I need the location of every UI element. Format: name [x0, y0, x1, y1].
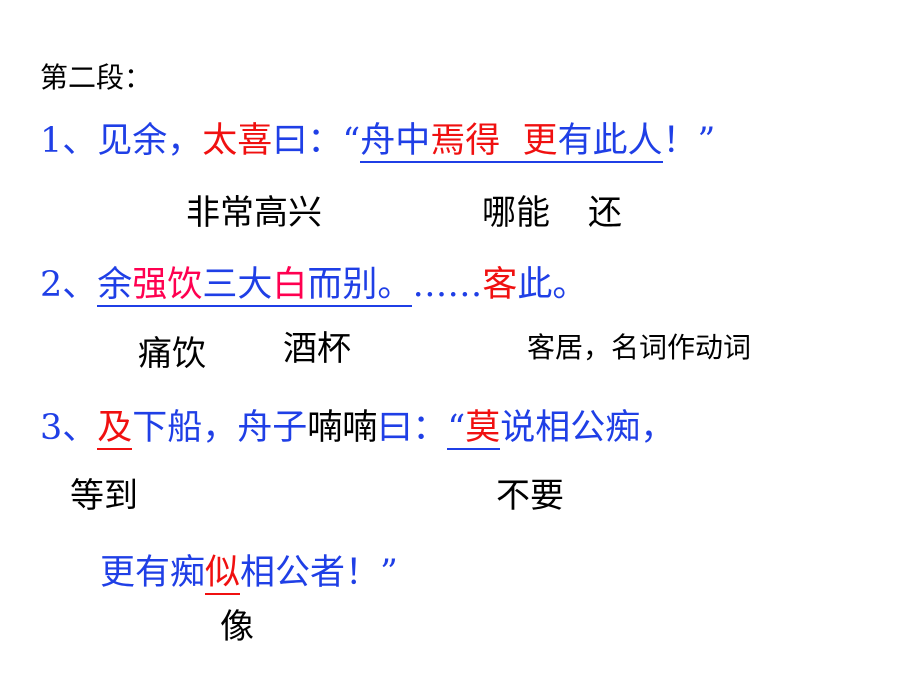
keyword-geng: 更 — [522, 121, 558, 161]
keyword-yande: 焉得 — [430, 121, 501, 161]
sentence-3-part-b: 下船，舟子 — [132, 408, 308, 448]
keyword-ke: 客 — [482, 265, 518, 305]
sentence-1-number: 1、 — [40, 121, 98, 161]
keyword-taixi: 太喜 — [202, 121, 273, 161]
sentence-2-end: 此。 — [517, 265, 588, 305]
sentence-3-quote-mark: “ — [447, 408, 466, 448]
gloss-geng: 还 — [588, 193, 622, 233]
gloss-ke: 客居，名词作动词 — [527, 331, 752, 364]
sentence-1-quote-underlined: 舟中焉得 更有此人 — [360, 121, 663, 163]
sentence-4-part-c: 相公者！” — [240, 553, 398, 593]
sentence-1-end: ！” — [662, 121, 716, 161]
gloss-taixi: 非常高兴 — [186, 193, 322, 233]
sentence-1: 1、见余，太喜曰：“舟中焉得 更有此人！” — [40, 121, 716, 163]
keyword-bai: 白 — [272, 265, 308, 305]
keyword-qiangyin: 强饮 — [132, 265, 203, 305]
sentence-3-number: 3、 — [40, 408, 98, 448]
gloss-bai: 酒杯 — [283, 329, 351, 369]
sentence-3-part-g: 说相公痴， — [500, 408, 676, 448]
sentence-2: 2、余强饮三大白而别。……客此。 — [40, 265, 588, 307]
sentence-4: 更有痴似相公者！” — [100, 553, 398, 595]
sentence-4-part-a: 更有痴 — [100, 553, 206, 593]
sentence-1-gap — [500, 121, 522, 161]
sentence-1-part-c: 曰：“ — [272, 121, 361, 161]
sentence-3: 3、及下船，舟子喃喃曰：“莫说相公痴， — [40, 408, 676, 450]
gloss-qiangyin: 痛饮 — [138, 334, 206, 374]
keyword-ji: 及 — [97, 408, 133, 450]
keyword-mo: 莫 — [465, 408, 501, 448]
gloss-si: 像 — [220, 607, 254, 647]
sentence-2-part-e: 而别。 — [307, 265, 413, 305]
keyword-nannan: 喃喃 — [307, 408, 378, 448]
sentence-2-number: 2、 — [40, 265, 98, 305]
keyword-si: 似 — [205, 553, 241, 595]
sentence-1-part-a: 见余， — [97, 121, 203, 161]
gloss-ji: 等到 — [70, 476, 138, 516]
gloss-mo: 不要 — [496, 476, 564, 516]
section-heading: 第二段： — [40, 61, 153, 94]
sentence-2-ellipsis: …… — [412, 265, 483, 305]
sentence-2-part-c: 三大 — [202, 265, 273, 305]
sentence-2-part-a: 余 — [97, 265, 133, 305]
sentence-1-part-h: 有此人 — [557, 121, 663, 161]
gloss-yande: 哪能 — [482, 193, 550, 233]
sentence-2-underlined: 余强饮三大白而别。 — [97, 265, 413, 307]
sentence-3-quote-underlined: “莫 — [447, 408, 501, 450]
sentence-3-part-d: 曰： — [377, 408, 448, 448]
sentence-1-part-d: 舟中 — [360, 121, 431, 161]
